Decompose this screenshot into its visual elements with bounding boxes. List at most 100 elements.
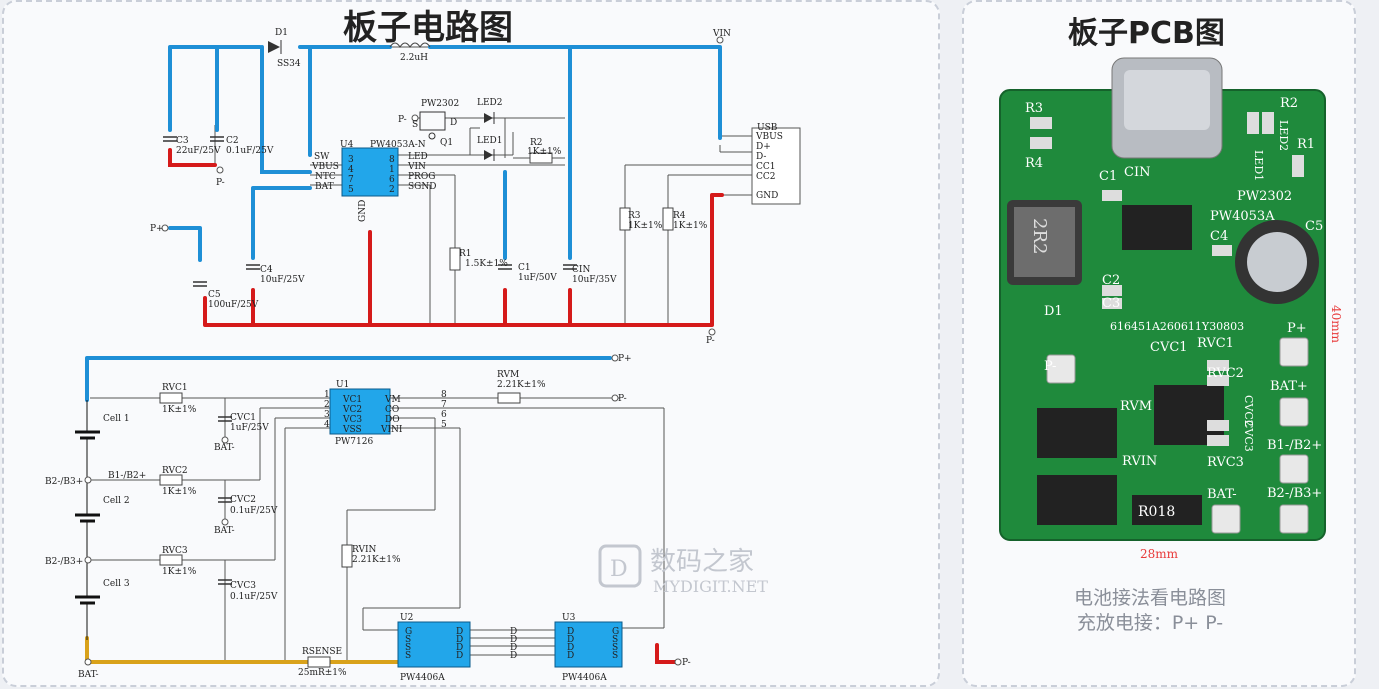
pcb-label-b2b3: B2-/B3+ <box>1267 486 1322 501</box>
label-cin: CIN <box>572 265 590 275</box>
label-rvc3: RVC3 <box>162 546 188 556</box>
watermark: D 数码之家 MYDIGIT.NET <box>598 544 768 596</box>
label-u2: U2 <box>400 613 413 623</box>
label-pplus-2: P+ <box>618 354 632 364</box>
pcb-label-c3: C3 <box>1102 296 1120 311</box>
u2-pin-g: G <box>405 627 412 637</box>
label-c1-val: 1uF/50V <box>518 273 557 283</box>
label-batm-1: BAT- <box>214 443 235 453</box>
u2-pin-s1: S <box>405 635 411 645</box>
label-cell3: Cell 3 <box>103 579 130 589</box>
pcb-label-cvc1: CVC1 <box>1150 340 1188 355</box>
label-usb: USB <box>757 123 778 133</box>
label-pw2302: PW2302 <box>421 99 459 109</box>
u3-pin-s2: S <box>612 643 618 653</box>
label-vin: VIN <box>712 29 731 39</box>
label-c2: C2 <box>226 136 239 146</box>
u4-pin-vin: VIN <box>407 162 426 172</box>
label-u4-part: PW4053A-N <box>370 140 426 150</box>
label-cell1: Cell 1 <box>103 414 130 424</box>
pcb-label-led2: LED2 <box>1277 120 1290 151</box>
u3-pin-d3: D <box>567 643 574 653</box>
u3-pin-s3: S <box>612 651 618 661</box>
label-c5: C5 <box>208 290 221 300</box>
u2-pin-s3: S <box>405 651 411 661</box>
u1-pin-vc3: VC3 <box>342 415 362 425</box>
u4-pin-n2: 2 <box>389 185 395 195</box>
watermark-cn: 数码之家 <box>650 547 754 577</box>
u3-pin-s1: S <box>612 635 618 645</box>
ic-u2 <box>397 621 471 668</box>
label-rvc1: RVC1 <box>162 383 188 393</box>
label-r3-val: 1K±1% <box>628 221 663 231</box>
label-rsense: RSENSE <box>302 647 342 657</box>
pcb-dim-width: 28mm <box>1140 547 1179 561</box>
u4-pin-n4: 4 <box>348 165 354 175</box>
label-r1: R1 <box>459 249 472 259</box>
u1-pin-n7: 7 <box>441 400 447 410</box>
pcb-title: 板子PCB图 <box>1068 16 1225 51</box>
u4-pin-n5: 5 <box>348 185 354 195</box>
label-cin-val: 10uF/35V <box>572 275 617 285</box>
label-c4-val: 10uF/25V <box>260 275 305 285</box>
u2-pin-d2: D <box>456 635 463 645</box>
label-c3-val: 22uF/25V <box>176 146 221 156</box>
label-c2-val: 0.1uF/25V <box>226 146 274 156</box>
svg-text:D: D <box>610 557 628 582</box>
schematic-diagram: VIN D1 SS34 2.2uH C3 22uF/25V C2 0.1uF/2… <box>45 28 801 683</box>
u4-pin-n1: 1 <box>389 165 395 175</box>
pcb-label-d1: D1 <box>1044 304 1063 319</box>
schematic-title: 板子电路图 <box>343 8 513 48</box>
pcb-label-b1b2: B1-/B2+ <box>1267 438 1322 453</box>
label-gnd: GND <box>358 200 368 222</box>
pcb-label-pplus: P+ <box>1287 321 1307 336</box>
pcb-label-cvc2: CVC2 <box>1242 395 1255 427</box>
u1-pin-vm: VM <box>384 395 401 405</box>
pcb-label-led1: LED1 <box>1252 150 1265 181</box>
u3-pin-g: G <box>612 627 619 637</box>
pcb-dim-height: 40mm <box>1329 305 1343 344</box>
u4-pin-bat: BAT <box>315 182 334 192</box>
u4-pin-n8: 8 <box>389 155 395 165</box>
bus-d2: D <box>510 635 517 645</box>
pcb-label-c4: C4 <box>1210 229 1228 244</box>
u4-pin-n7: 7 <box>348 175 354 185</box>
label-rvm: RVM <box>497 370 519 380</box>
usb-pin-dm: D- <box>756 152 766 162</box>
label-batm-3: BAT- <box>78 670 99 680</box>
label-pminus-1: P- <box>216 178 225 188</box>
label-r3: R3 <box>628 211 641 221</box>
u4-pin-n3: 3 <box>348 155 354 165</box>
label-u1-part: PW7126 <box>335 437 373 447</box>
label-pminus-2: P- <box>706 336 715 346</box>
label-pminus-4: P- <box>682 658 691 668</box>
ic-u4 <box>341 147 399 197</box>
u3-pin-d2: D <box>567 635 574 645</box>
label-q1-s: P- <box>398 115 407 125</box>
label-q1-sp: S <box>412 120 418 130</box>
schematic-panel <box>2 0 940 687</box>
label-r1-val: 1.5K±1% <box>465 259 508 269</box>
label-cvc3-val: 0.1uF/25V <box>230 592 278 602</box>
label-rvc3-val: 1K±1% <box>162 567 197 577</box>
u1-pin-n2: 2 <box>324 400 330 410</box>
pcb-label-c1: C1 <box>1099 169 1117 184</box>
label-rvc2: RVC2 <box>162 466 188 476</box>
u4-pin-led: LED <box>408 152 428 162</box>
label-rvin-val: 2.21K±1% <box>352 555 401 565</box>
pcb-label-pw4053a: PW4053A <box>1210 209 1275 224</box>
u4-pin-ntc: NTC <box>315 172 336 182</box>
u1-pin-n4: 4 <box>324 420 330 430</box>
u1-pin-n1: 1 <box>324 390 330 400</box>
label-cvc1: CVC1 <box>230 413 256 423</box>
label-rvc2-val: 1K±1% <box>162 487 197 497</box>
label-b2b3-1: B2-/B3+ <box>45 477 83 487</box>
u4-pin-n6: 6 <box>389 175 395 185</box>
label-q1: Q1 <box>440 138 453 148</box>
label-led1: LED1 <box>477 136 503 146</box>
u2-pin-d4: D <box>456 651 463 661</box>
label-cvc1-val: 1uF/25V <box>230 423 269 433</box>
u1-pin-vini: VINI <box>380 425 403 435</box>
pcb-label-cin: CIN <box>1124 165 1150 180</box>
label-pminus-3: P- <box>618 394 627 404</box>
